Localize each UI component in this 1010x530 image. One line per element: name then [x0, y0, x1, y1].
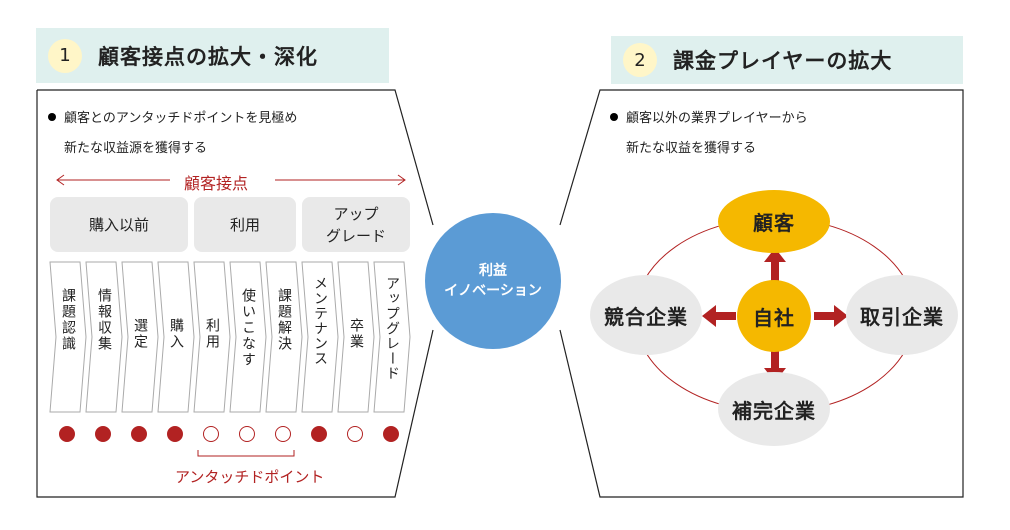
untouched-point-marker — [347, 426, 363, 442]
step-label: 選定 — [132, 318, 148, 350]
arrow-right — [814, 305, 848, 327]
node-complementor: 補完企業 — [718, 372, 830, 446]
left-section-title: 顧客接点の拡大・深化 — [98, 44, 318, 69]
left-desc-line1: 顧客とのアンタッチドポイントを見極め — [64, 111, 298, 126]
touched-point-marker — [95, 426, 111, 442]
bullet-icon — [610, 113, 618, 121]
untouched-bracket — [197, 450, 295, 457]
left-panel-outline — [37, 89, 434, 226]
left-desc-line2: 新たな収益源を獲得する — [64, 141, 208, 156]
touched-point-marker — [131, 426, 147, 442]
untouched-point-marker — [239, 426, 255, 442]
untouched-point-marker — [203, 426, 219, 442]
right-panel-outline — [559, 89, 964, 498]
step-label: 購入 — [168, 318, 184, 350]
right-desc-line2: 新たな収益を獲得する — [626, 141, 757, 156]
hub-line1: 利益 — [479, 263, 507, 279]
hub-line2: イノベーション — [444, 283, 542, 299]
right-section-title: 課金プレイヤーの拡大 — [673, 49, 893, 73]
node-partner: 取引企業 — [846, 275, 958, 355]
untouched-point-label: アンタッチドポイント — [175, 468, 325, 486]
node-customer: 顧客 — [718, 190, 830, 253]
arrow-left — [702, 305, 736, 327]
right-header: 2 課金プレイヤーの拡大 — [611, 36, 963, 84]
step-label: 情報収集 — [96, 288, 112, 352]
touched-point-marker — [59, 426, 75, 442]
step-label: アップグレード — [384, 276, 400, 381]
left-description: 顧客とのアンタッチドポイントを見極め 新たな収益源を獲得する — [48, 104, 297, 164]
touched-point-marker — [383, 426, 399, 442]
touched-point-marker — [311, 426, 327, 442]
step-label: 卒業 — [348, 318, 364, 350]
step-label: 課題認識 — [60, 288, 76, 352]
hub-profit-innovation: 利益 イノベーション — [425, 213, 561, 349]
bullet-icon — [48, 113, 56, 121]
step-chevrons — [49, 261, 411, 413]
touchpoint-span-label: 顧客接点 — [180, 170, 253, 194]
step-label: 課題解決 — [276, 288, 292, 352]
untouched-point-marker — [275, 426, 291, 442]
category-upgrade: アップ グレード — [302, 197, 410, 252]
node-competitor: 競合企業 — [590, 275, 702, 355]
step-label: メンテナンス — [312, 276, 328, 366]
category-usage: 利用 — [194, 197, 296, 252]
step-label: 使いこなす — [240, 288, 256, 368]
right-desc-line1: 顧客以外の業界プレイヤーから — [626, 111, 808, 126]
right-section-number: 2 — [623, 43, 657, 77]
category-pre-purchase: 購入以前 — [50, 197, 188, 252]
arrow-up — [764, 248, 786, 282]
right-description: 顧客以外の業界プレイヤーから 新たな収益を獲得する — [610, 104, 808, 164]
node-self: 自社 — [737, 280, 811, 352]
touched-point-marker — [167, 426, 183, 442]
left-header: 1 顧客接点の拡大・深化 — [36, 28, 389, 83]
step-label: 利用 — [204, 318, 220, 350]
left-section-number: 1 — [48, 38, 82, 73]
